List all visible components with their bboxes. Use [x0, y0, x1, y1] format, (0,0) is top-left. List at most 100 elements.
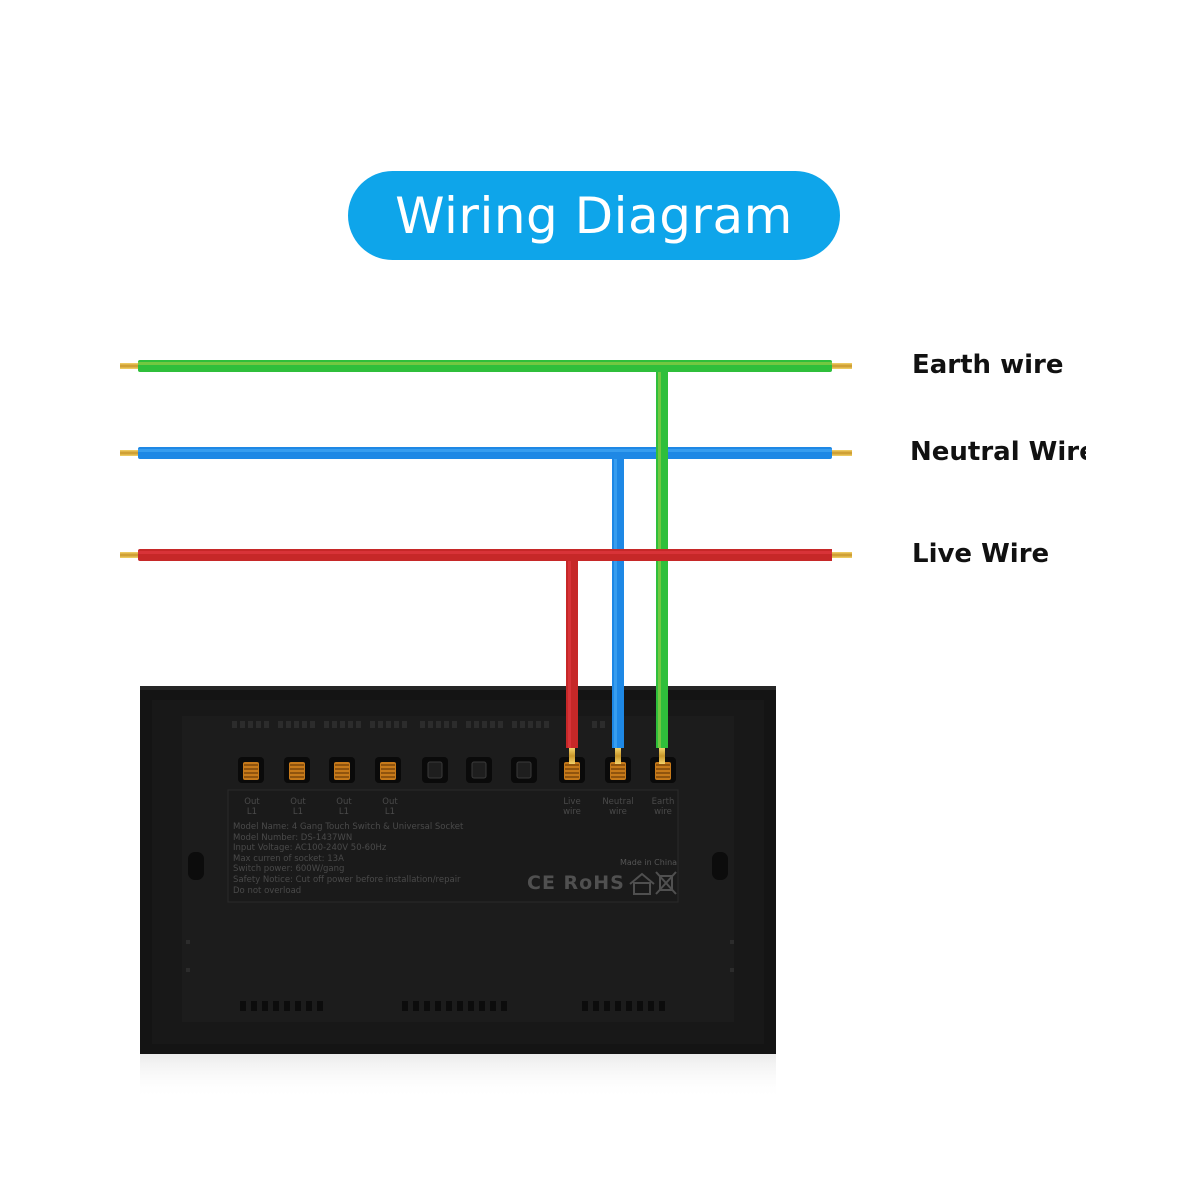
terminal-label-line2: wire: [609, 807, 627, 818]
wire-highlight: [568, 561, 571, 748]
vent-ridge: [294, 721, 299, 728]
spec-line: Model Number: DS-1437WN: [233, 832, 353, 843]
terminal-label-line1: Neutral: [602, 797, 634, 807]
spec-line: Model Name: 4 Gang Touch Switch & Univer…: [233, 822, 464, 832]
vent-ridge: [378, 721, 383, 728]
vent-slot: [262, 1001, 268, 1011]
terminal-label-1: Out L1: [238, 797, 266, 818]
wire-tip-right: [832, 363, 852, 369]
wire-tip-left: [120, 363, 138, 369]
wire-tip-left: [120, 450, 138, 456]
live-wire-drop: [566, 561, 578, 764]
terminal: [238, 757, 264, 783]
vent-slot: [593, 1001, 599, 1011]
terminal-label-line2: wire: [654, 807, 672, 818]
vent-ridge: [332, 721, 337, 728]
vent-slot: [317, 1001, 323, 1011]
terminal-empty: [427, 761, 443, 779]
wire-highlight: [138, 551, 832, 554]
terminal-label-line2: L1: [246, 807, 258, 818]
vent-ridge: [348, 721, 353, 728]
earth-wire-label: Earth wire: [912, 350, 1064, 380]
vent-ridge: [286, 721, 291, 728]
vent-slot: [435, 1001, 441, 1011]
terminal-label-3: Out L1: [330, 797, 358, 818]
neutral-wire-label: Neutral Wire: [910, 437, 1086, 467]
vent-ridge: [356, 721, 361, 728]
vent-ridge: [310, 721, 315, 728]
wire-highlight: [614, 459, 617, 748]
terminal-screw: [380, 762, 396, 780]
vent-slot: [501, 1001, 507, 1011]
vent-dot: [186, 940, 190, 944]
terminal-screw: [610, 762, 626, 780]
wire-tip: [569, 748, 575, 764]
neutral-wire-drop: [612, 459, 624, 764]
wire-tip-right: [832, 552, 852, 558]
terminal: [329, 757, 355, 783]
vent-ridge: [428, 721, 433, 728]
vent-ridge: [302, 721, 307, 728]
vent-ridge: [370, 721, 375, 728]
terminal: [650, 757, 676, 783]
terminal-label-line2: L1: [384, 807, 396, 818]
terminal-screw: [564, 762, 580, 780]
vent-dot: [186, 968, 190, 972]
terminal-screw: [289, 762, 305, 780]
vent-ridge: [420, 721, 425, 728]
terminal: [511, 757, 537, 783]
vent-ridge: [248, 721, 253, 728]
terminal: [605, 757, 631, 783]
terminal-label-line2: L1: [338, 807, 350, 818]
terminal: [466, 757, 492, 783]
live-wire-crossing: [600, 549, 832, 561]
wire-insulation: [138, 447, 832, 459]
terminal-screw: [334, 762, 350, 780]
vent-ridge: [340, 721, 345, 728]
wire-insulation: [600, 549, 832, 561]
vent-dot: [730, 940, 734, 944]
vent-slot: [626, 1001, 632, 1011]
vent-ridge: [324, 721, 329, 728]
spec-line: Do not overload: [233, 885, 302, 896]
page-title: Wiring Diagram: [395, 186, 793, 245]
vent-slot: [284, 1001, 290, 1011]
panel-reflection: [140, 1052, 776, 1100]
terminal-label-line1: Out: [244, 797, 260, 807]
vent-ridge: [490, 721, 495, 728]
home-icon: [629, 872, 655, 895]
terminal-label-line1: Out: [336, 797, 352, 807]
wire-highlight: [600, 551, 832, 554]
terminal-label-neutral: Neutral wire: [598, 797, 638, 818]
mount-hole-right: [712, 852, 728, 880]
vent-slot: [490, 1001, 496, 1011]
wire-highlight: [138, 449, 832, 452]
vent-slot: [457, 1001, 463, 1011]
wire-insulation: [612, 459, 624, 748]
vent-ridge: [474, 721, 479, 728]
earth-wire-horizontal: [120, 360, 852, 372]
terminal: [559, 757, 585, 783]
terminal-label-line2: L1: [292, 807, 304, 818]
vent-ridge: [512, 721, 517, 728]
vent-slot: [604, 1001, 610, 1011]
vent-ridge: [402, 721, 407, 728]
vent-ridge: [592, 721, 597, 728]
earth-wire-drop: [656, 372, 668, 764]
vent-ridge: [232, 721, 237, 728]
vent-ridge: [240, 721, 245, 728]
weee-icon: [655, 871, 677, 895]
switch-panel: [140, 686, 776, 1054]
vent-slot: [615, 1001, 621, 1011]
vent-slot: [240, 1001, 246, 1011]
terminal-label-4: Out L1: [376, 797, 404, 818]
vent-slot: [413, 1001, 419, 1011]
made-in-text: Made in China: [620, 858, 678, 867]
title-banner: Wiring Diagram: [348, 171, 840, 260]
vent-ridge: [600, 721, 605, 728]
vent-ridge: [444, 721, 449, 728]
terminal-screw: [655, 762, 671, 780]
terminal-label-line1: Earth: [651, 797, 675, 807]
terminal-label-line1: Live: [563, 797, 581, 807]
wire-tip: [659, 748, 665, 764]
